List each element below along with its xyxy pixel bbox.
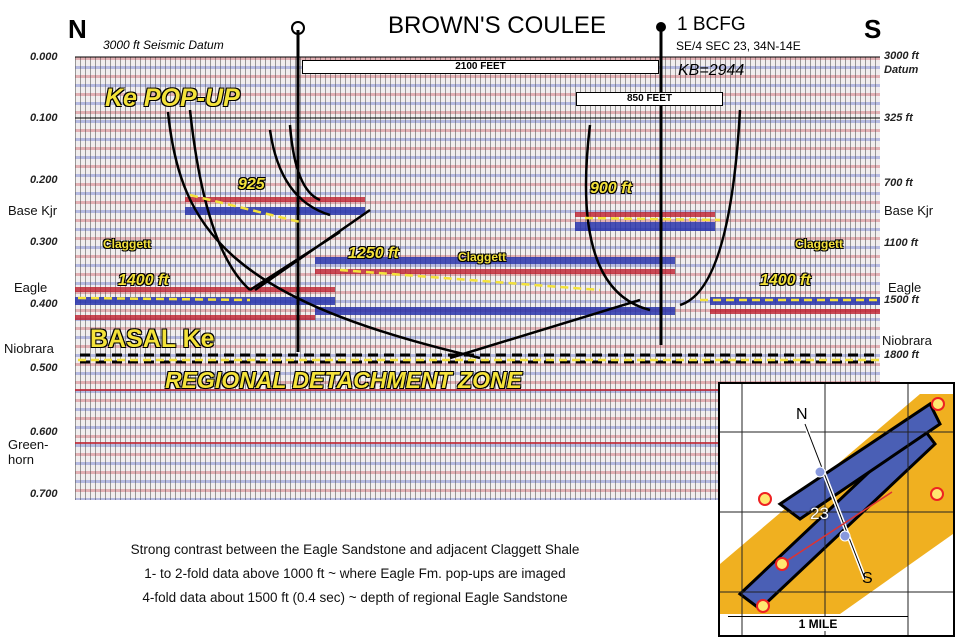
claggett-label: Claggett <box>795 237 843 251</box>
caption-line: 1- to 2-fold data above 1000 ft ~ where … <box>144 566 566 581</box>
inset-map: N S 23 1 MILE <box>718 382 955 637</box>
horizon-label: horn <box>8 452 35 467</box>
time-tick: 0.600 <box>30 426 58 438</box>
depth-tick: 1500 ft <box>884 294 919 306</box>
horizon-label: Niobrara <box>4 341 54 356</box>
basal-ke-label: BASAL Ke <box>90 325 215 353</box>
detachment-zone-label: REGIONAL DETACHMENT ZONE <box>165 367 522 393</box>
inset-scale: 1 MILE <box>728 616 908 631</box>
scale-2100-label: 2100 FEET <box>455 61 506 72</box>
inset-south: S <box>862 570 873 587</box>
horizon-label: Eagle <box>888 280 922 295</box>
horizon-label: Eagle <box>14 280 48 295</box>
seismic-section <box>75 57 880 500</box>
well-symbol-icon <box>291 21 305 35</box>
kb-label: KB=2944 <box>678 62 745 79</box>
well-location: SE/4 SEC 23, 34N-14E <box>676 39 801 53</box>
depth-annotation: 900 ft <box>590 180 632 197</box>
depth-tick: 700 ft <box>884 177 913 189</box>
gas-well-icon <box>756 397 945 613</box>
depth-annotation: 1250 ft <box>348 245 399 262</box>
well-dot-icon <box>839 530 851 542</box>
scale-bar-850: 850 FEET <box>576 92 723 106</box>
horizon-label: Base Kjr <box>884 203 934 218</box>
well-star-icon <box>656 22 666 32</box>
datum-label: 3000 ft Seismic Datum <box>103 38 224 52</box>
time-tick: 0.200 <box>30 174 58 186</box>
time-tick: 0.100 <box>30 112 58 124</box>
scale-850-label: 850 FEET <box>626 93 673 104</box>
caption-line: 4-fold data about 1500 ft (0.4 sec) ~ de… <box>142 590 568 605</box>
inset-scale-label: 1 MILE <box>792 617 844 631</box>
horizon-label: Green- <box>8 437 49 452</box>
south-label: S <box>864 14 882 44</box>
time-tick: 0.400 <box>30 298 58 310</box>
time-tick: 0.700 <box>30 488 58 500</box>
time-tick: 0.300 <box>30 236 58 248</box>
depth-tick: Datum <box>884 64 919 76</box>
figure-title: BROWN'S COULEE <box>388 12 606 39</box>
depth-tick: 3000 ft <box>884 50 919 62</box>
time-tick: 0.500 <box>30 362 58 374</box>
inset-section-number: 23 <box>810 504 829 523</box>
depth-tick: 1100 ft <box>884 237 919 249</box>
well-name: 1 BCFG <box>677 14 746 35</box>
depth-annotation: 1400 ft <box>118 272 169 289</box>
scale-bar-2100: 2100 FEET <box>302 60 659 74</box>
depth-tick: 325 ft <box>884 112 913 124</box>
north-label: N <box>68 14 87 44</box>
popup-label: Ke POP-UP <box>105 84 240 112</box>
well-dot-icon <box>814 466 826 478</box>
depth-tick: 1800 ft <box>884 349 919 361</box>
caption-line: Strong contrast between the Eagle Sandst… <box>130 542 580 557</box>
claggett-label: Claggett <box>103 237 151 251</box>
claggett-label: Claggett <box>458 250 506 264</box>
inset-north: N <box>796 406 808 423</box>
horizon-label: Niobrara <box>882 333 932 348</box>
time-tick: 0.000 <box>30 51 58 63</box>
depth-annotation: 925 <box>238 176 265 193</box>
depth-annotation: 1400 ft <box>760 272 811 289</box>
horizon-label: Base Kjr <box>8 203 58 218</box>
